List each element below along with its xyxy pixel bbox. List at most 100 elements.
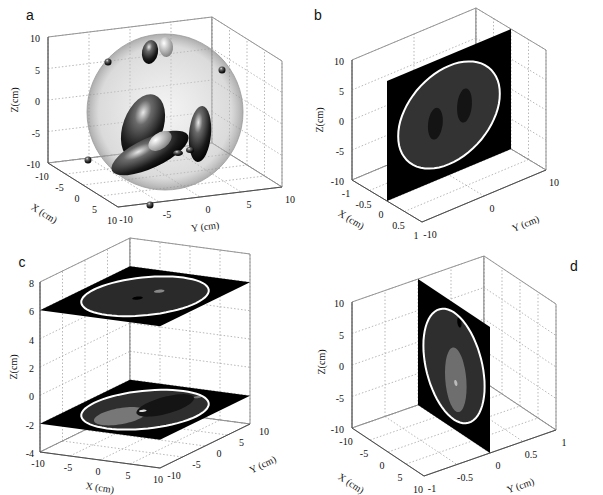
tick-label-slot: 0 bbox=[29, 386, 34, 404]
tick-label-slot: 0.5 bbox=[525, 444, 538, 462]
tick-label: 4 bbox=[29, 336, 34, 346]
tick-label-slot: 0 bbox=[339, 356, 344, 374]
tick-label-slot: 0 bbox=[35, 91, 40, 109]
axis-title-slot: Y (cm) bbox=[509, 208, 542, 235]
tick-label-slot: 5 bbox=[126, 465, 131, 483]
tick-label-slot: -10 bbox=[167, 465, 180, 483]
tick-label-slot: -5 bbox=[192, 454, 200, 472]
tick-label-slot: 5 bbox=[35, 60, 40, 78]
tick-label-slot: 4 bbox=[29, 330, 34, 348]
tick-label-slot: 5 bbox=[339, 81, 344, 99]
tick-label-slot: 8 bbox=[29, 273, 34, 291]
tick-label-slot: 5 bbox=[339, 325, 344, 343]
axis-title: X (cm) bbox=[336, 472, 365, 495]
tick-label: 8 bbox=[29, 279, 34, 289]
tick-label: -5 bbox=[55, 183, 63, 193]
tick-label: 5 bbox=[239, 438, 244, 448]
tick-label-slot: -5 bbox=[360, 443, 368, 461]
tick-label: -4 bbox=[26, 449, 34, 459]
axis-title: Y (cm) bbox=[248, 454, 278, 475]
tick-label: 5 bbox=[339, 331, 344, 341]
tick-label: -5 bbox=[64, 463, 72, 473]
phantom-outline bbox=[81, 276, 208, 316]
axes-box bbox=[352, 8, 546, 222]
tissue-region bbox=[139, 410, 147, 412]
tick-label: 0 bbox=[75, 194, 80, 204]
tick-label: 0 bbox=[29, 392, 34, 402]
tick-label-slot: 10 bbox=[153, 469, 163, 487]
tick-label: -10 bbox=[35, 172, 48, 182]
tick-label-slot: 10 bbox=[285, 189, 295, 207]
slice-ground bbox=[387, 29, 511, 201]
phantom-outline bbox=[423, 309, 484, 424]
tick-label: 5 bbox=[92, 205, 97, 215]
tick-label: 10 bbox=[334, 299, 344, 309]
tick-label-slot: 0 bbox=[380, 455, 385, 473]
grid-line bbox=[130, 238, 250, 254]
grid-line bbox=[528, 40, 529, 160]
tick-label-slot: 0 bbox=[206, 199, 211, 217]
tick-label-slot: 10 bbox=[549, 172, 559, 190]
tick-label: 2 bbox=[29, 364, 34, 374]
axis-title: Z(cm) bbox=[9, 355, 19, 380]
marker-sphere bbox=[85, 157, 92, 164]
tick-label: 1 bbox=[562, 438, 567, 448]
tick-label-slot: -10 bbox=[35, 166, 48, 184]
grid-line bbox=[250, 254, 251, 424]
grid-line bbox=[40, 323, 130, 367]
tissue-region bbox=[445, 348, 467, 413]
tick-label: 5 bbox=[35, 66, 40, 76]
tick-label: -5 bbox=[336, 394, 344, 404]
tick-label: -10 bbox=[27, 160, 40, 170]
axis-line bbox=[48, 163, 118, 207]
tick-label: -0.5 bbox=[457, 473, 473, 483]
axis-line bbox=[48, 37, 49, 163]
tick-label-slot: -10 bbox=[331, 171, 344, 189]
panel-letter-slot: b bbox=[314, 6, 322, 24]
tick-label: -1 bbox=[342, 189, 350, 199]
phantom-section bbox=[398, 61, 500, 168]
tick-label: 0 bbox=[206, 205, 211, 215]
tick-label: -2 bbox=[26, 421, 34, 431]
panel-letter: b bbox=[314, 8, 322, 22]
tick-label-slot: 0 bbox=[96, 461, 101, 479]
ellipsoid bbox=[140, 39, 160, 65]
marker-sphere bbox=[219, 67, 226, 74]
tick-label: -10 bbox=[167, 471, 180, 481]
tick-label-slot: -1 bbox=[428, 478, 436, 495]
tick-label-slot: -10 bbox=[339, 431, 352, 449]
grid-line bbox=[546, 50, 547, 170]
axis-line bbox=[118, 187, 282, 207]
tick-label: -5 bbox=[192, 460, 200, 470]
tick-label-slot: -5 bbox=[336, 141, 344, 159]
phantom-section bbox=[81, 276, 208, 316]
tick-label: -10 bbox=[331, 425, 344, 435]
axis-line bbox=[40, 282, 41, 452]
tick-label-slot: 10 bbox=[334, 51, 344, 69]
tick-label-slot: 5 bbox=[92, 199, 97, 217]
ellipsoid bbox=[158, 36, 174, 57]
tick-label: -10 bbox=[339, 437, 352, 447]
tick-label: -0.5 bbox=[356, 200, 372, 210]
axis-title-slot: Y (cm) bbox=[190, 214, 220, 235]
tick-label: 10 bbox=[107, 216, 117, 226]
grid-line bbox=[520, 280, 521, 406]
tick-label-slot: -5 bbox=[55, 177, 63, 195]
grid-line bbox=[48, 37, 49, 163]
tick-label: 1 bbox=[414, 231, 419, 241]
tick-label: 0 bbox=[379, 210, 384, 220]
tick-label: -10 bbox=[331, 177, 344, 187]
axis-title-slot: X (cm) bbox=[28, 197, 62, 227]
grid-line bbox=[556, 304, 557, 430]
panel-letter: a bbox=[26, 8, 34, 22]
slice-plane bbox=[387, 29, 511, 201]
tick-label-slot: 1 bbox=[414, 225, 419, 243]
tick-label: -1 bbox=[428, 484, 436, 494]
tick-label: 10 bbox=[30, 34, 40, 44]
tissue-region bbox=[132, 297, 142, 300]
tick-label: 10 bbox=[413, 485, 423, 495]
tick-label: -10 bbox=[119, 215, 132, 225]
grid-line bbox=[282, 61, 283, 187]
